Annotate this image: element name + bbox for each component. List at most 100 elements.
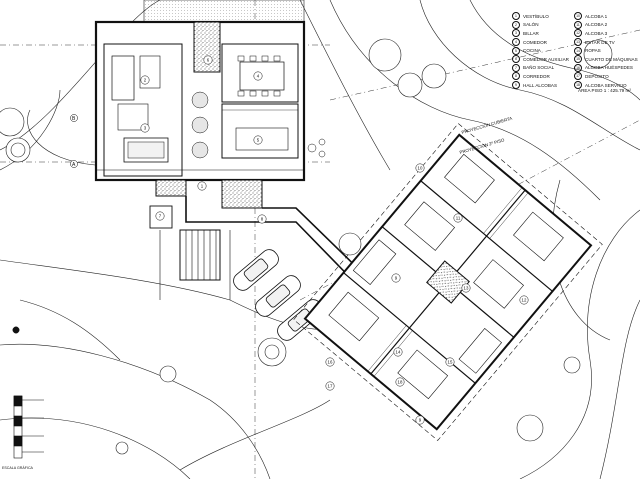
room-tag: 1	[201, 184, 204, 189]
room-tag-circle	[155, 211, 165, 221]
legend-label: SALÓN	[523, 22, 539, 28]
room-tag: 17	[328, 384, 333, 389]
legend-label: COMEDOR	[523, 39, 547, 45]
room-tag: 12	[522, 298, 527, 303]
legend-number-badge: 1	[512, 12, 520, 21]
legend-number-badge: 12	[574, 29, 582, 38]
room-tag-circle	[253, 71, 263, 81]
room-tag-circle	[461, 283, 471, 293]
room-tag-circle	[391, 273, 401, 283]
scale-bar	[13, 395, 44, 459]
room-tag: 2	[144, 78, 147, 83]
legend-label: ROPAS	[585, 48, 601, 54]
room-tag: 11	[456, 216, 461, 221]
legend-label: ALCOBA SERVICIO	[585, 82, 627, 88]
legend-number-badge: 3	[512, 29, 520, 38]
legend-label: BILLAR	[523, 30, 539, 36]
legend-label: HALL ALCOBAS	[523, 82, 558, 88]
floor-area-label: AREA PISO 1 : 425.79 m²	[578, 88, 631, 93]
room-tag-circle	[393, 347, 403, 357]
room-tag: 14	[396, 350, 401, 355]
gravel-strip	[143, 0, 305, 23]
room-tag: 6	[207, 58, 210, 63]
room-tag: 9	[395, 276, 398, 281]
main-house-block	[94, 20, 326, 209]
room-tag: 13	[464, 286, 469, 291]
axis-label-b: B	[72, 116, 76, 122]
legend-number-badge: 16	[574, 63, 582, 72]
legend-label: ALCOBA 1	[585, 13, 608, 19]
legend-label: ALCOBA 2	[585, 22, 608, 28]
bedroom-wing	[293, 123, 603, 441]
legend-number-badge: 17	[574, 72, 582, 81]
legend-number-badge: 15	[574, 55, 582, 64]
legend-number-badge: 7	[512, 63, 520, 72]
legend-label: ALCOBA 3	[585, 30, 608, 36]
room-tag-circle	[445, 357, 455, 367]
room-tag: 16	[328, 360, 333, 365]
room-tag-circle	[415, 415, 425, 425]
legend-label: DEPÓSITO	[585, 73, 609, 79]
room-tag-circle	[325, 357, 335, 367]
room-tag: 7	[159, 214, 162, 219]
room-tag-circle	[140, 123, 150, 133]
room-tag-circle	[257, 214, 267, 224]
proyeccion-cubierta-label: PROYECCIÓN CUBIERTA	[461, 116, 513, 135]
legend-number-badge: 9	[512, 81, 520, 90]
legend-number-badge: 13	[574, 38, 582, 47]
legend-number-badge: 18	[574, 81, 582, 90]
legend-label: ALCOBA HUÉSPEDES	[585, 65, 633, 71]
room-tag: 10	[418, 166, 423, 171]
room-tag-circle	[203, 55, 213, 65]
room-tag-circle	[140, 75, 150, 85]
room-tag: 15	[448, 360, 453, 365]
room-tag-circle	[197, 181, 207, 191]
legend-number-badge: 11	[574, 20, 582, 29]
room-tag-circle	[325, 381, 335, 391]
legend-label: COCINA	[523, 48, 541, 54]
trees	[0, 38, 613, 455]
room-tag: 9	[419, 418, 422, 423]
room-tag-circle	[519, 295, 529, 305]
legend-number-badge: 10	[574, 12, 582, 21]
legend-label: ESTAR DE TV	[585, 39, 615, 45]
room-tag-circle	[395, 377, 405, 387]
room-tag: 8	[261, 217, 264, 222]
room-tag: 5	[257, 138, 260, 143]
axis-label-a: A	[72, 162, 76, 168]
legend-number-badge: 6	[512, 55, 520, 64]
legend-number-badge: 2	[512, 20, 520, 29]
legend-number-badge: 5	[512, 46, 520, 55]
scale-label: ESCALA GRÁFICA	[2, 466, 33, 470]
entrance-stairs	[159, 229, 231, 300]
legend-number-badge: 8	[512, 72, 520, 81]
legend-number-badge: 14	[574, 46, 582, 55]
room-tag: 4	[257, 74, 260, 79]
cars	[233, 249, 323, 341]
room-tag-circle	[453, 213, 463, 223]
room-tag-circle	[253, 135, 263, 145]
room-tag: 3	[144, 126, 147, 131]
